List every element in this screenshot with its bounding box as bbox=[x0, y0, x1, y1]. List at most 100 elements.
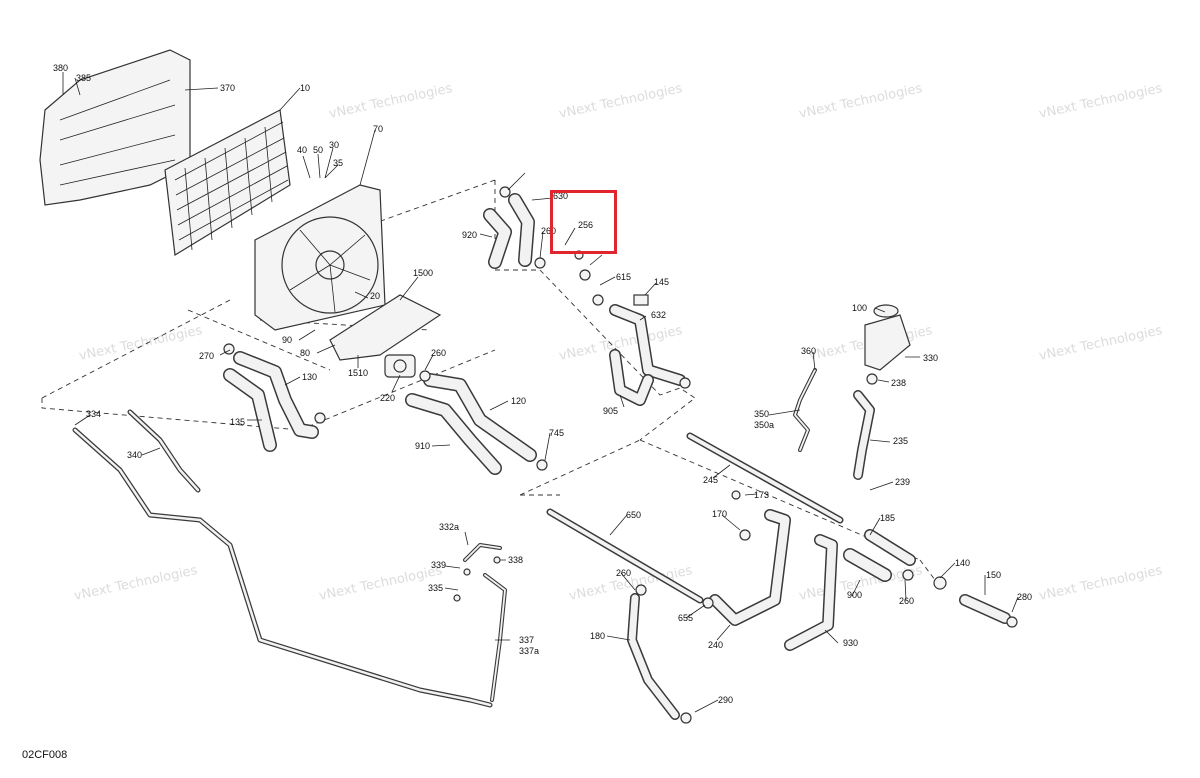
svg-text:vNext Technologies: vNext Technologies bbox=[73, 563, 199, 604]
pipe-650 bbox=[546, 508, 704, 604]
hose-120 bbox=[423, 373, 537, 462]
callout-label: 380 bbox=[53, 63, 68, 73]
callout-label: 90 bbox=[282, 335, 292, 345]
callout-label: 145 bbox=[654, 277, 669, 287]
hose-130 bbox=[233, 351, 319, 439]
hose-632 bbox=[609, 304, 686, 386]
watermark: vNext Technologies bbox=[73, 563, 199, 604]
callout-label: 338 bbox=[508, 555, 523, 565]
callout-label: 339 bbox=[431, 560, 446, 570]
callout-label: 350 bbox=[754, 409, 769, 419]
callout-label: 905 bbox=[603, 406, 618, 416]
hose-235 bbox=[853, 390, 875, 480]
callout-label: 173 bbox=[754, 490, 769, 500]
hose-920 bbox=[483, 208, 512, 269]
thermostat-housing bbox=[384, 354, 416, 378]
svg-text:vNext Technologies: vNext Technologies bbox=[78, 323, 204, 364]
callout-label: 238 bbox=[891, 378, 906, 388]
clamps bbox=[223, 186, 1018, 724]
callout-label: 185 bbox=[880, 513, 895, 523]
callout-label: 920 bbox=[462, 230, 477, 240]
hose-905 bbox=[609, 349, 654, 406]
hose-185 bbox=[864, 529, 916, 566]
line-332a bbox=[463, 543, 502, 562]
hose-240 bbox=[709, 509, 791, 626]
callout-label: 337a bbox=[519, 646, 539, 656]
callout-label: 745 bbox=[549, 428, 564, 438]
callout-label: 260 bbox=[899, 596, 914, 606]
bracket bbox=[329, 294, 442, 361]
svg-text:vNext Technologies: vNext Technologies bbox=[318, 563, 444, 604]
svg-text:vNext Technologies: vNext Technologies bbox=[1038, 81, 1164, 122]
pipe-245 bbox=[686, 432, 844, 524]
callout-label: 135 bbox=[230, 417, 245, 427]
watermark: vNext Technologies bbox=[78, 323, 204, 364]
callout-label: 350a bbox=[754, 420, 774, 430]
callout-label: 615 bbox=[616, 272, 631, 282]
callout-label: 30 bbox=[329, 140, 339, 150]
callout-label: 256 bbox=[578, 220, 593, 230]
svg-text:vNext Technologies: vNext Technologies bbox=[1038, 563, 1164, 604]
hose-135 bbox=[223, 368, 277, 452]
line-350 bbox=[793, 368, 817, 452]
callout-label: 120 bbox=[511, 396, 526, 406]
callout-label: 40 bbox=[297, 145, 307, 155]
watermark: vNext Technologies bbox=[558, 81, 684, 122]
line-337 bbox=[483, 573, 507, 702]
watermark: vNext Technologies bbox=[1038, 563, 1164, 604]
callout-label: 910 bbox=[415, 441, 430, 451]
callout-label: 220 bbox=[380, 393, 395, 403]
callout-label: 385 bbox=[76, 73, 91, 83]
hoses bbox=[223, 193, 1011, 720]
line-340 bbox=[72, 427, 493, 708]
callout-label: 240 bbox=[708, 640, 723, 650]
callout-label: 280 bbox=[1017, 592, 1032, 602]
callout-label: 80 bbox=[300, 348, 310, 358]
callout-label: 20 bbox=[370, 291, 380, 301]
callout-label: 332a bbox=[439, 522, 459, 532]
callout-label: 1510 bbox=[348, 368, 368, 378]
svg-text:vNext Technologies: vNext Technologies bbox=[1038, 323, 1164, 364]
hose-150 bbox=[959, 594, 1011, 624]
hose-630 bbox=[508, 193, 535, 267]
callout-label: 130 bbox=[302, 372, 317, 382]
callout-label: 360 bbox=[801, 346, 816, 356]
callout-label: 50 bbox=[313, 145, 323, 155]
highlight-box bbox=[550, 190, 617, 254]
callout-label: 235 bbox=[893, 436, 908, 446]
svg-text:vNext Technologies: vNext Technologies bbox=[328, 81, 454, 122]
callout-label: 180 bbox=[590, 631, 605, 641]
callout-label: 655 bbox=[678, 613, 693, 623]
callout-label: 270 bbox=[199, 351, 214, 361]
callout-label: 140 bbox=[955, 558, 970, 568]
callout-label: 35 bbox=[333, 158, 343, 168]
hose-900 bbox=[843, 548, 892, 582]
watermark: vNext Technologies bbox=[1038, 323, 1164, 364]
callout-label: 150 bbox=[986, 570, 1001, 580]
watermark: vNext Technologies bbox=[798, 81, 924, 122]
callout-label: 370 bbox=[220, 83, 235, 93]
watermark: vNext Technologies bbox=[318, 563, 444, 604]
callout-label: 930 bbox=[843, 638, 858, 648]
watermark: vNext Technologies bbox=[1038, 81, 1164, 122]
callout-label: 340 bbox=[127, 450, 142, 460]
callout-label: 70 bbox=[373, 124, 383, 134]
hose-910 bbox=[405, 393, 502, 475]
leader-lines bbox=[62, 72, 1019, 713]
callout-label: 245 bbox=[703, 475, 718, 485]
callout-label: 260 bbox=[541, 226, 556, 236]
hose-930 bbox=[784, 534, 838, 651]
callout-label: 330 bbox=[923, 353, 938, 363]
callout-label: 1500 bbox=[413, 268, 433, 278]
callout-label: 334 bbox=[86, 409, 101, 419]
callout-label: 630 bbox=[553, 191, 568, 201]
line-340b bbox=[127, 409, 201, 493]
callout-label: 239 bbox=[895, 477, 910, 487]
callout-label: 260 bbox=[431, 348, 446, 358]
callout-label: 335 bbox=[428, 583, 443, 593]
watermark: vNext Technologies bbox=[328, 81, 454, 122]
callout-label: 10 bbox=[300, 83, 310, 93]
pipes bbox=[72, 368, 844, 708]
svg-text:vNext Technologies: vNext Technologies bbox=[558, 81, 684, 122]
